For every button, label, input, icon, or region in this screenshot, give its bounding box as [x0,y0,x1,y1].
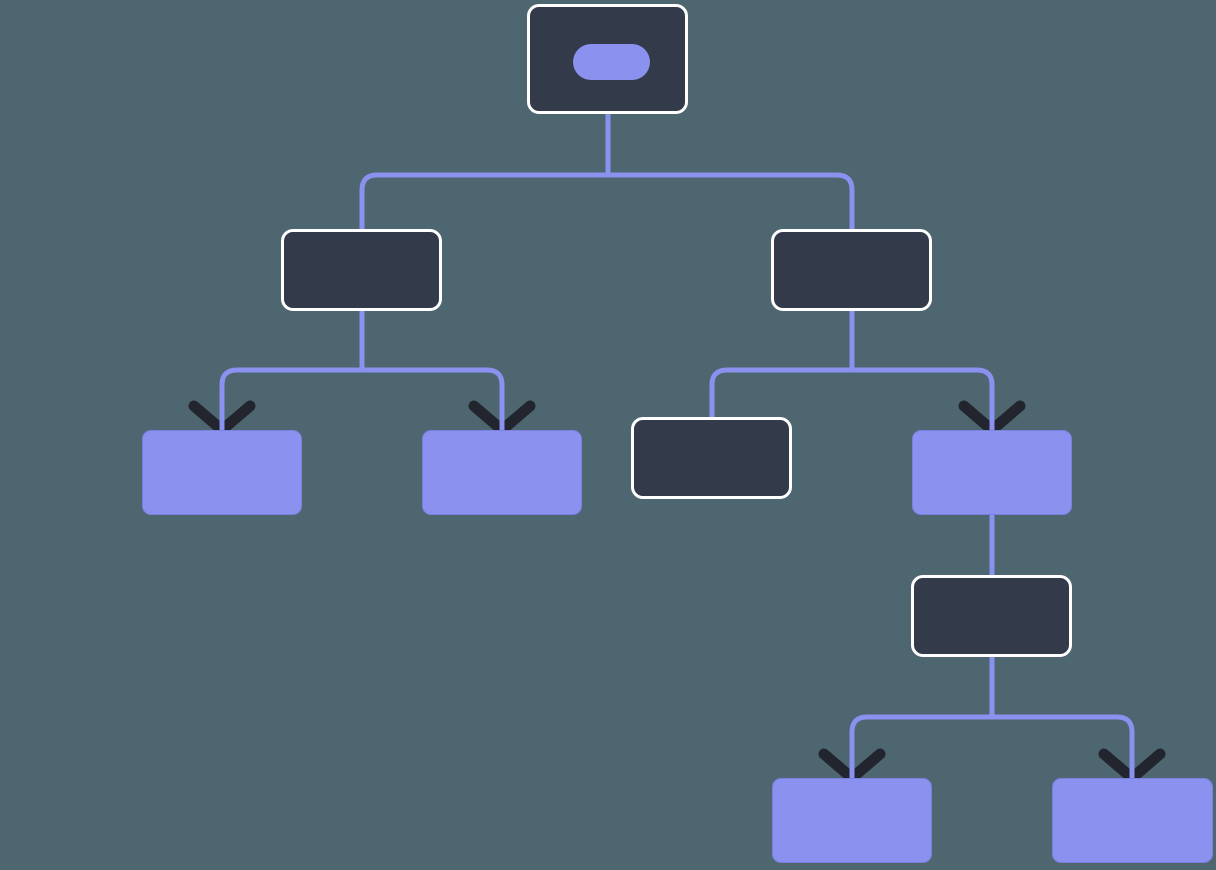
level3-leaf-two[interactable] [422,430,582,515]
level4-dark-node[interactable] [911,575,1072,657]
edge-level2-right-to-dark-node [709,270,855,418]
edge-level4-to-leaf-one [849,616,995,780]
edge-level2-right-to-purple-branch [849,270,995,432]
root-node-pill-indicator [573,44,650,80]
level2-left-node[interactable] [281,229,442,311]
edge-level2-left-to-leaf-two [359,270,505,432]
edge-level2-left-to-leaf-one [219,270,365,432]
level2-right-node[interactable] [771,229,932,311]
edge-level4-to-leaf-two [989,616,1135,780]
level3-dark-node[interactable] [631,417,792,499]
edge-root-to-level2-right [605,57,855,270]
root-node[interactable] [527,4,688,114]
level5-leaf-two[interactable] [1052,778,1213,863]
level3-leaf-one[interactable] [142,430,302,515]
level3-purple-branch-node[interactable] [912,430,1072,515]
level5-leaf-one[interactable] [772,778,932,863]
